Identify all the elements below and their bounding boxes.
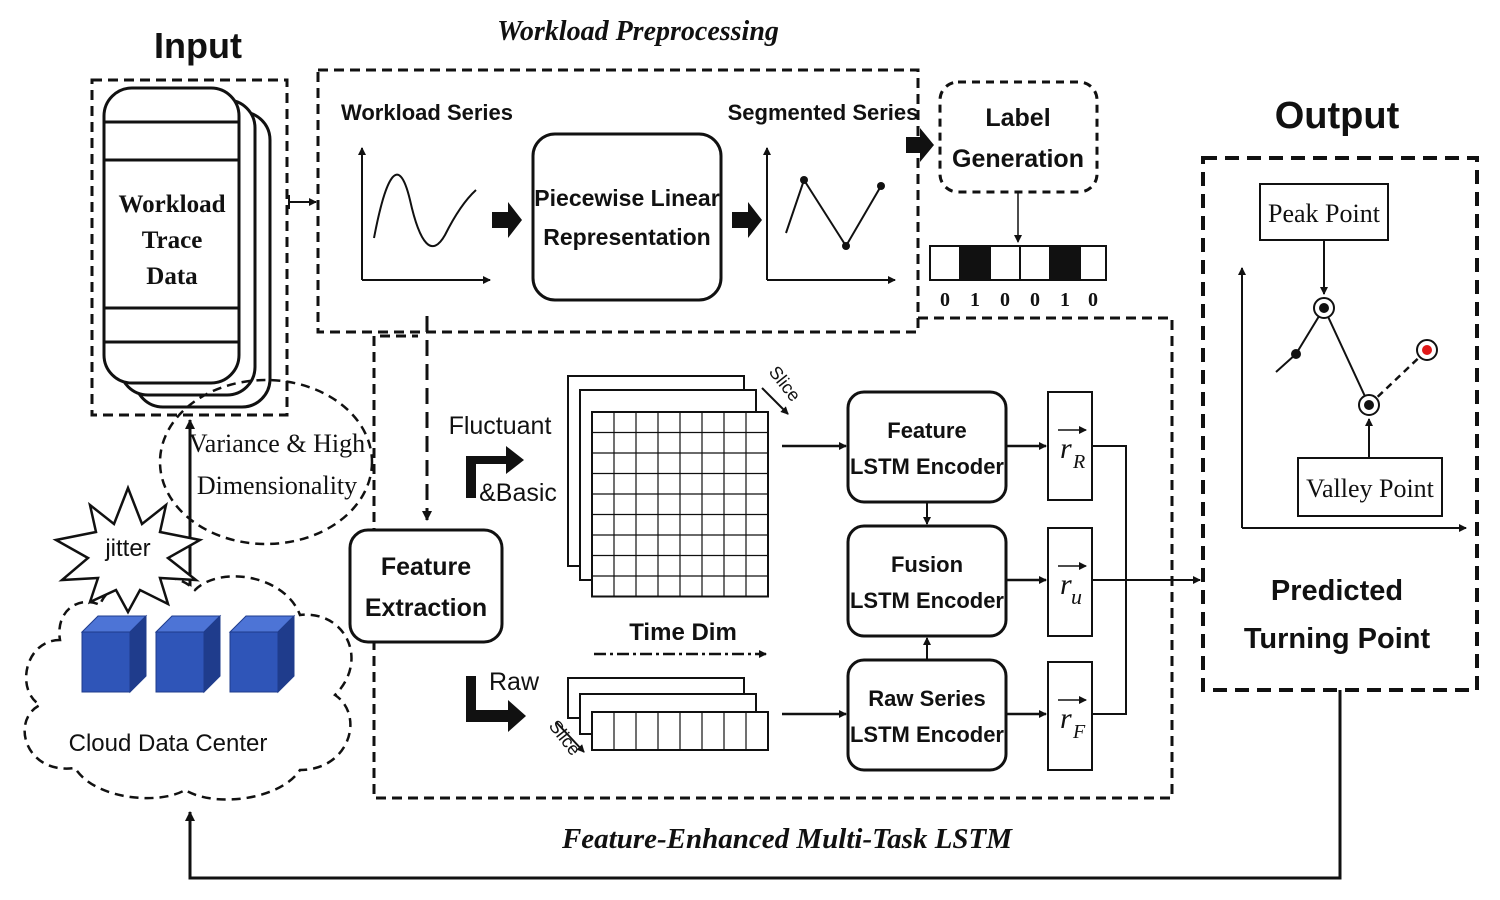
fluctuant-label: Fluctuant — [449, 412, 552, 440]
time-dim-label: Time Dim — [629, 619, 737, 646]
feature-extraction-box — [348, 528, 504, 644]
trace-data-line-1: Workload — [119, 191, 226, 218]
segmented-series-label: Segmented Series — [728, 100, 919, 125]
rep-box-f — [1047, 661, 1093, 771]
output-title: Output — [1275, 95, 1400, 137]
label-bit-1: 0 — [940, 289, 950, 311]
arrow-to-plr-icon — [492, 202, 522, 238]
rep-box-u — [1047, 527, 1093, 637]
label-bit-3: 0 — [1000, 289, 1010, 311]
output-container — [1201, 156, 1479, 692]
rep-merge-lines — [1092, 445, 1201, 715]
rep-symbol-u: r — [1060, 568, 1072, 601]
fusion-encoder-line-2: LSTM Encoder — [850, 588, 1004, 613]
rep-symbol-f: r — [1060, 702, 1072, 735]
variance-ellipse — [158, 378, 374, 546]
variance-line-1: Variance & High — [189, 429, 365, 458]
predicted-line-2: Turning Point — [1244, 623, 1431, 655]
label-generation-line-2: Generation — [952, 145, 1084, 173]
feature-matrix-stack — [567, 375, 769, 598]
variance-line-2: Dimensionality — [197, 471, 357, 500]
rep-symbol-r: r — [1060, 432, 1072, 465]
rep-subscript-f: F — [1072, 721, 1086, 743]
label-bit-5: 1 — [1060, 289, 1070, 311]
input-to-preprocessing-arrow — [288, 195, 317, 209]
feature-extraction-line-1: Feature — [381, 553, 471, 581]
slice-arrow-top — [761, 387, 789, 415]
predicted-marker — [1422, 345, 1432, 355]
plr-box — [531, 132, 723, 302]
rep-vector-f: r F — [1058, 696, 1087, 743]
basic-label: &Basic — [479, 479, 557, 507]
feature-lstm-encoder — [846, 390, 1008, 504]
feature-extraction-line-2: Extraction — [365, 594, 487, 622]
arrow-to-label-generation-icon — [906, 128, 934, 162]
server-cubes — [80, 614, 296, 694]
slice-label-bottom: Slice — [545, 716, 585, 759]
turning-point-plot — [1238, 267, 1467, 532]
peak-point-box — [1259, 183, 1389, 241]
label-bit-2: 1 — [970, 289, 980, 311]
jitter-label: jitter — [104, 535, 150, 562]
workload-series-label: Workload Series — [341, 100, 513, 125]
raw-series-stack — [567, 677, 769, 751]
valley-point-box — [1297, 457, 1443, 517]
rep-box-r — [1047, 391, 1093, 501]
workload-series-plot — [358, 147, 491, 284]
label-generation-box — [938, 80, 1099, 194]
label-bit-6: 0 — [1088, 289, 1098, 311]
server-cube — [154, 614, 222, 694]
predicted-line-1: Predicted — [1271, 575, 1403, 607]
plr-line-1: Piecewise Linear — [534, 185, 719, 211]
label-generation-line-1: Label — [985, 104, 1050, 132]
trace-data-line-2: Trace — [142, 227, 203, 254]
jitter-burst — [52, 484, 204, 615]
fluctuant-arrow-icon — [466, 446, 524, 498]
raw-series-lstm-encoder — [846, 658, 1008, 772]
slice-arrow-bottom — [555, 721, 585, 753]
server-cube — [228, 614, 296, 694]
rep-subscript-r: R — [1072, 451, 1085, 473]
label-bit-4: 0 — [1030, 289, 1040, 311]
raw-encoder-line-1: Raw Series — [868, 686, 985, 711]
cloud-label: Cloud Data Center — [69, 730, 268, 757]
trace-data-line-3: Data — [146, 263, 198, 290]
rep-subscript-u: u — [1071, 584, 1082, 609]
raw-encoder-line-2: LSTM Encoder — [850, 722, 1004, 747]
server-cube — [80, 614, 148, 694]
rep-vector-u: r u — [1058, 562, 1087, 609]
input-container — [90, 78, 289, 417]
feature-encoder-line-1: Feature — [887, 418, 966, 443]
model-container — [372, 316, 1174, 800]
feedback-loop-arrow — [185, 690, 1342, 880]
feature-encoder-line-2: LSTM Encoder — [850, 454, 1004, 479]
preprocessing-container — [316, 68, 920, 334]
preprocessing-title: Workload Preprocessing — [497, 16, 779, 47]
fusion-encoder-line-1: Fusion — [891, 552, 963, 577]
peak-point-label: Peak Point — [1268, 199, 1381, 228]
plr-line-2: Representation — [543, 224, 710, 250]
rep-vector-r: r R — [1058, 426, 1087, 473]
segmented-series-plot — [763, 147, 896, 284]
arrow-to-segmented-icon — [732, 202, 762, 238]
fusion-lstm-encoder — [846, 524, 1008, 638]
slice-label-top: Slice — [765, 362, 805, 405]
label-bit-strip — [929, 245, 1107, 281]
raw-label: Raw — [489, 668, 540, 696]
valley-point-label: Valley Point — [1306, 474, 1435, 503]
model-title: Feature-Enhanced Multi-Task LSTM — [561, 823, 1013, 855]
trace-data-stack — [102, 86, 272, 409]
input-title: Input — [154, 25, 242, 66]
raw-arrow-icon — [466, 676, 526, 732]
